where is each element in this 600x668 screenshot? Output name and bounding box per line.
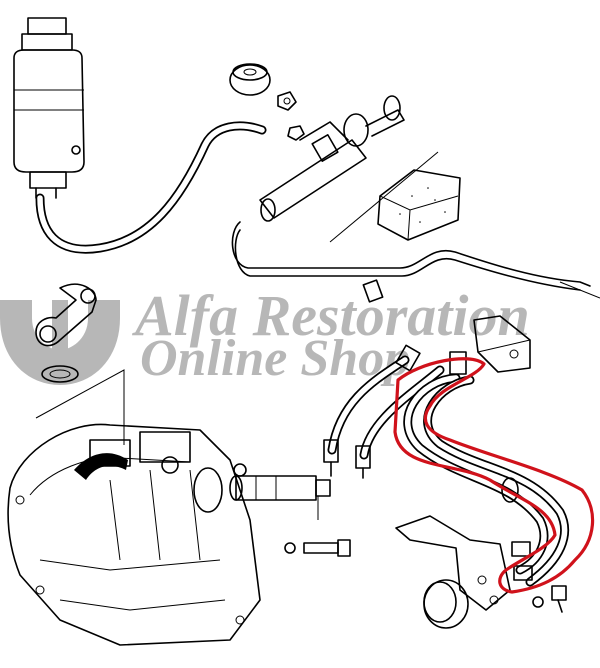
bracket-icon [473, 315, 531, 373]
pedal-arm [35, 283, 97, 383]
highlight-outline [393, 357, 595, 594]
slave-cylinder [229, 475, 331, 501]
fluid-reservoir [13, 17, 85, 199]
watermark-line1: Alfa Restoration [132, 283, 530, 348]
flex-hoses [323, 344, 569, 587]
washer-bolt [532, 585, 567, 613]
master-cylinder [259, 95, 405, 222]
gearbox [7, 423, 261, 646]
watermark-line2: Online Shop [140, 330, 410, 387]
grommet [229, 63, 271, 96]
bolt-icon [284, 539, 351, 557]
watermark: Alfa Restoration Online Shop [0, 283, 530, 387]
nut-icon [277, 91, 305, 141]
heat-shield [377, 169, 461, 241]
alfa-restoration-logo [0, 300, 120, 385]
cap [423, 579, 469, 629]
lower-bracket [395, 515, 511, 611]
